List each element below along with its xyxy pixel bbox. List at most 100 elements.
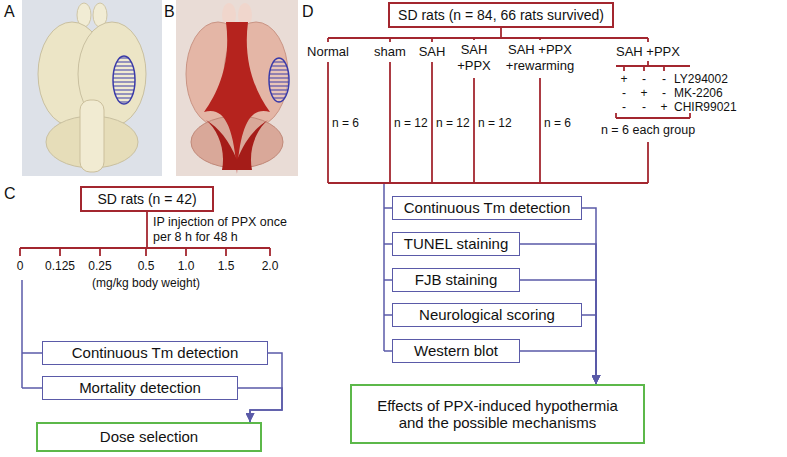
sample-region xyxy=(269,58,289,102)
bracket-tick xyxy=(22,387,42,389)
assay-box: FJB staining xyxy=(392,268,520,292)
assay-box: Neurological scoring xyxy=(392,303,582,327)
box-text: TUNEL staining xyxy=(404,235,509,252)
protocol-note: IP injection of PPX once per 8 h for 48 … xyxy=(153,215,295,245)
box-text: SD rats (n = 42) xyxy=(97,191,196,207)
photo-ground xyxy=(22,0,162,176)
tree-tick xyxy=(473,38,475,40)
group-size: n = 12 xyxy=(478,116,512,130)
tree-line xyxy=(328,182,648,184)
box-text: Effects of PPX-induced hypothermia and t… xyxy=(370,397,625,432)
inhibitor-sign: + xyxy=(660,100,667,114)
tree-tick xyxy=(643,66,645,71)
tree-tick xyxy=(663,66,665,71)
flow-arrow xyxy=(520,351,596,384)
tree-line xyxy=(473,78,475,183)
unit-label: (mg/kg body weight) xyxy=(92,276,200,290)
tree-line xyxy=(20,247,270,249)
group-name: sham xyxy=(374,44,406,60)
inhibitor-sign: - xyxy=(662,86,666,100)
box-text: Dose selection xyxy=(100,428,198,445)
tree-tick xyxy=(269,248,271,256)
box-text: Western blot xyxy=(414,342,498,359)
sample-box: SD rats (n = 42) xyxy=(80,186,214,212)
tree-line xyxy=(389,62,391,183)
tree-line xyxy=(616,117,690,119)
bracket-tick xyxy=(384,350,392,352)
tree-tick xyxy=(539,38,541,40)
group-size: n = 6 each group xyxy=(601,123,695,138)
bracket-tick xyxy=(384,279,392,281)
inhibitor-sign: - xyxy=(622,100,626,114)
group-size: n = 12 xyxy=(436,116,470,130)
sample-region xyxy=(113,56,135,104)
tree-tick xyxy=(59,248,61,256)
inhibitor-sign: - xyxy=(642,72,646,86)
dose-tick-label: 2.0 xyxy=(262,259,279,273)
tree-line xyxy=(616,65,690,67)
blood-clot xyxy=(206,120,268,170)
group-size: n = 12 xyxy=(394,116,428,130)
tree-tick xyxy=(389,38,391,42)
box-text: SD rats (n = 84, 66 rats survived) xyxy=(398,7,604,23)
tree-line xyxy=(431,62,433,183)
box-text: Continuous Tm detection xyxy=(72,344,239,361)
brain-photo-normal xyxy=(22,0,162,176)
brain-photo-sah xyxy=(176,0,298,176)
tree-tick xyxy=(99,248,101,256)
inhibitor-sign: - xyxy=(642,100,646,114)
assay-box: Mortality detection xyxy=(42,376,238,400)
inhibitor-name: LY294002 xyxy=(674,72,728,86)
inhibitor-sign: - xyxy=(662,72,666,86)
bracket-tick xyxy=(384,314,392,316)
inhibitor-name: CHIR99021 xyxy=(674,100,737,114)
dose-tick-label: 0.25 xyxy=(88,259,111,273)
brainstem xyxy=(80,100,104,172)
box-text: Continuous Tm detection xyxy=(404,199,571,216)
panel-letter: B xyxy=(164,2,175,21)
box-text: Neurological scoring xyxy=(419,306,555,323)
assay-box: TUNEL staining xyxy=(392,232,520,256)
group-size: n = 6 xyxy=(332,116,359,130)
tree-line xyxy=(327,62,329,183)
panel-letter: A xyxy=(4,2,15,21)
assay-box: Western blot xyxy=(392,339,520,363)
tree-tick xyxy=(225,248,227,256)
box-text: Mortality detection xyxy=(79,379,201,396)
tree-line xyxy=(647,142,649,183)
tree-tick xyxy=(623,66,625,71)
outcome-box: Effects of PPX-induced hypothermia and t… xyxy=(350,384,645,444)
group-name: SAH +PPX xyxy=(616,44,680,60)
assay-bracket xyxy=(22,183,392,388)
tree-tick xyxy=(19,248,21,256)
inhibitor-sign: - xyxy=(622,86,626,100)
tree-tick xyxy=(185,248,187,256)
bracket-tick xyxy=(384,243,392,245)
flow-arrow xyxy=(582,315,596,384)
assay-box: Continuous Tm detection xyxy=(392,196,582,220)
tree-tick xyxy=(327,38,329,42)
flow-arrow xyxy=(520,280,596,384)
group-name: Normal xyxy=(307,44,349,60)
outcome-box: Dose selection xyxy=(36,422,262,452)
tree-line xyxy=(328,37,648,39)
dose-tick-label: 0.125 xyxy=(45,259,75,273)
tree-line xyxy=(146,212,148,248)
dose-tick-label: 1.5 xyxy=(218,259,235,273)
flow-arrow xyxy=(238,388,282,422)
bracket-tick xyxy=(384,207,392,209)
dose-tick-label: 1.0 xyxy=(178,259,195,273)
panel-letter: C xyxy=(4,184,16,203)
inhibitor-sign: + xyxy=(620,72,627,86)
group-tree xyxy=(328,28,690,183)
tree-tick xyxy=(431,38,433,42)
bracket-line xyxy=(21,280,23,388)
flow-arrow xyxy=(582,208,596,384)
tree-tick xyxy=(145,248,147,256)
group-name: SAH +PPX xyxy=(454,42,494,73)
panel-letter: D xyxy=(302,2,314,21)
blood-clot xyxy=(204,22,270,174)
photo-ground xyxy=(176,0,298,176)
bracket-tick xyxy=(22,352,42,354)
